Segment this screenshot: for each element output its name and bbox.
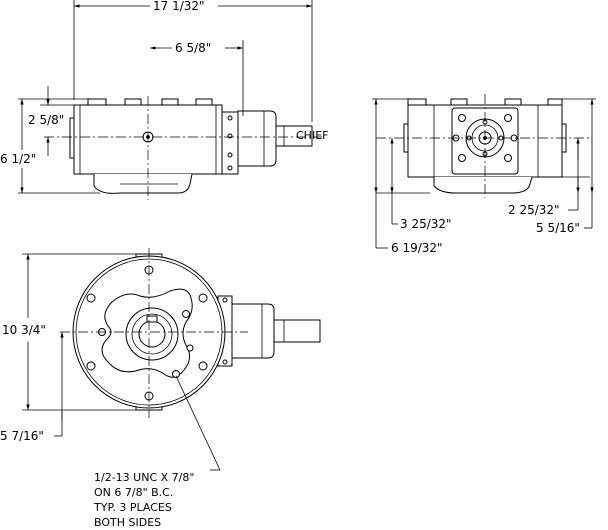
thread-note: 1/2-13 UNC X 7/8" ON 6 7/8" B.C. TYP. 3 … [93,375,221,529]
front-shaft-housing [231,303,275,359]
shaft-label: CHIEF [296,129,328,142]
flange-center-label: 5 7/16" [0,429,44,443]
output-shaft [275,125,313,147]
shaft-offset-label: 6 5/8" [175,41,211,55]
top-boss-3 [161,98,179,106]
front-view [60,248,321,418]
end-dimensions: 6 19/32" 3 25/32" 2 25/32" 5 5/16" [372,98,596,255]
adapter-flange [221,111,239,175]
note-line-3: TYP. 3 PLACES [93,501,172,514]
shaft-housing [237,110,277,167]
overall-length-label: 17 1/32" [153,0,205,13]
note-line-2: ON 6 7/8" B.C. [94,486,173,499]
side-height-label: 6 1/2" [0,152,36,166]
keyed-bore [138,320,166,348]
top-boss-1 [87,98,107,106]
side-view: CHIEF [44,96,328,200]
front-dimensions: 10 3/4" 5 7/16" [0,253,140,443]
end-lower-label: 3 25/32" [400,217,452,231]
flange-diameter-label: 10 3/4" [2,323,46,337]
left-end-boss [69,117,75,159]
end-right-label: 5 5/16" [536,221,580,235]
end-upper-label: 2 25/32" [508,203,560,217]
side-dimensions: 17 1/32" 6 5/8" 2 5/8" 6 1/2" [0,0,313,194]
end-overall-label: 6 19/32" [391,241,443,255]
top-boss-2 [124,98,142,106]
note-line-4: BOTH SIDES [94,516,161,529]
front-output-shaft [273,319,321,343]
top-to-center-label: 2 5/8" [28,113,64,127]
top-boss-4 [195,98,213,106]
note-line-1: 1/2-13 UNC X 7/8" [94,471,194,484]
end-view [376,94,590,198]
